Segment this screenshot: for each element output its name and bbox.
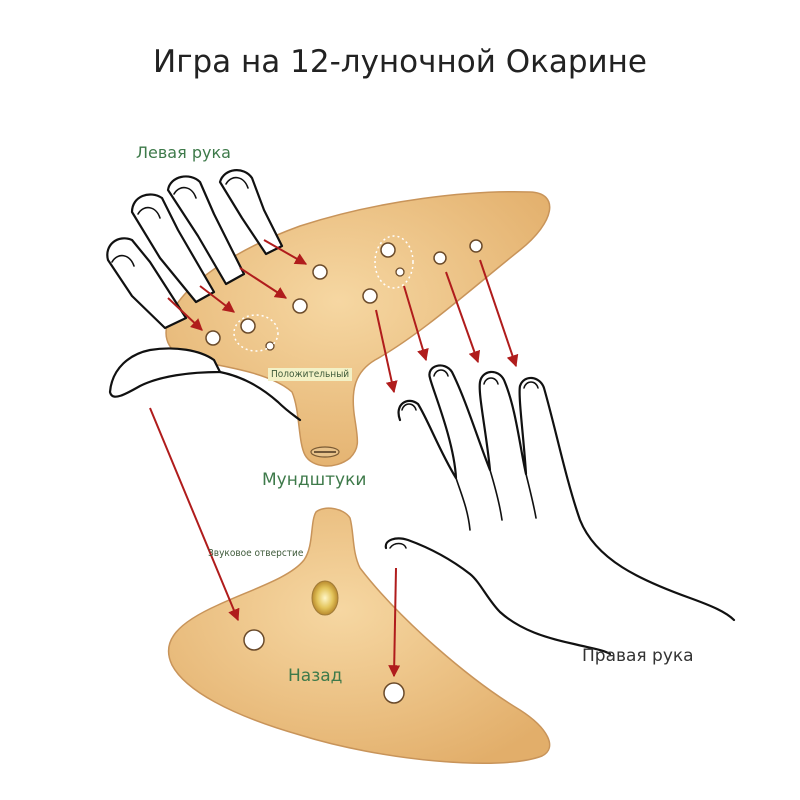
left-thumb [108,347,222,398]
arrow-right-ring [445,271,481,364]
arrow-left-index [167,297,203,331]
thumb-zone-left [233,314,279,352]
left-finger-index [106,237,188,330]
arrow-left-ring [239,267,288,299]
front-hole [205,330,221,346]
ocarina-back [167,507,551,765]
left-palm-edge [218,370,302,422]
nail [111,254,135,267]
label-right-hand: Правая рука [582,646,694,666]
back-hole [243,629,265,651]
front-hole [433,251,447,265]
crease [489,469,503,521]
arrow-left-thumb [149,407,240,622]
left-hand [106,169,302,422]
crease [525,473,537,519]
arrow-right-index [375,309,398,394]
nail [389,542,407,549]
arrow-right-little [479,259,519,368]
label-mouthpiece: Мундштуки [262,470,367,490]
arrow-right-thumb [388,567,401,678]
nail [401,403,417,411]
nail [483,377,499,385]
left-finger-ring [166,175,246,286]
label-sound-hole: Звуковое отверстие [208,548,304,559]
thumb-zone-right [374,235,414,289]
front-hole [469,239,483,253]
front-hole [362,288,378,304]
right-hand-outline [384,364,736,656]
right-hand [384,364,736,656]
crease [455,477,471,531]
back-hole [383,682,405,704]
front-hole [292,298,308,314]
arrows [149,239,519,678]
arrow-right-middle [403,285,429,362]
nail [523,381,539,389]
diagram-title: Игра на 12-луночной Окарине [153,44,647,80]
nail [433,369,449,377]
nail [173,186,197,199]
label-positive: Положительный [268,368,353,381]
label-back: Назад [288,666,343,686]
front-hole-small [395,267,405,277]
front-hole [240,318,256,334]
nail [137,206,161,219]
label-left-hand: Левая рука [136,143,231,162]
left-finger-middle [130,193,216,304]
ocarina-back-body [167,507,551,765]
ocarina-front-body [165,191,551,467]
ocarina-front [165,191,551,467]
left-finger-little [218,169,284,256]
arrow-left-middle [199,285,235,313]
arrow-left-little [263,239,308,265]
front-hole [380,242,396,258]
nail [225,176,249,189]
front-hole [312,264,328,280]
sound-hole [311,580,339,616]
